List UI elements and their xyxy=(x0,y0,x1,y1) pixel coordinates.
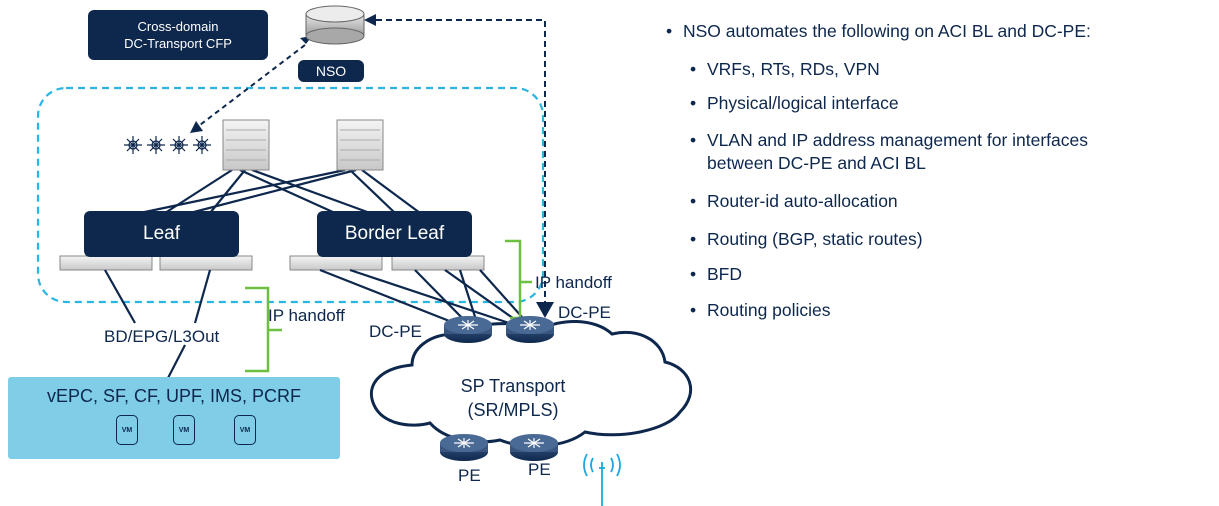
bullet-main-text: NSO automates the following on ACI BL an… xyxy=(683,21,1091,41)
fabric-links xyxy=(139,168,421,215)
bullet-dot: • xyxy=(690,93,697,113)
border-leaf-switch-hardware xyxy=(289,255,485,271)
bullet-item-text: VLAN and IP address management for inter… xyxy=(707,130,1089,150)
aci-fabric-boundary xyxy=(36,86,545,304)
vm-icon: VM xyxy=(173,415,195,445)
bullet-dot: • xyxy=(666,21,673,41)
dcpe-left-label: DC-PE xyxy=(369,322,422,341)
arrowhead-dcpe xyxy=(536,302,554,318)
border-leaf-label: Border Leaf xyxy=(317,211,472,257)
cfp-line-2: DC-Transport CFP xyxy=(124,36,232,51)
leaf-label: Leaf xyxy=(84,211,239,257)
bullet-item: • VRFs, RTs, RDs, VPN xyxy=(690,58,880,81)
bullet-dot: • xyxy=(690,130,697,150)
dcpe-right-label: DC-PE xyxy=(558,303,611,322)
bullet-item-text: Routing policies xyxy=(707,300,831,320)
bullet-dot: • xyxy=(690,191,697,211)
bullet-main: • NSO automates the following on ACI BL a… xyxy=(666,20,1091,43)
bullet-item: • Router-id auto-allocation xyxy=(690,190,898,213)
bullet-dot: • xyxy=(690,300,697,320)
ip-handoff-right-label: IP handoff xyxy=(535,273,612,292)
vnf-workloads-box: vEPC, SF, CF, UPF, IMS, PCRF VM VM VM xyxy=(8,377,340,459)
bullet-item: • Routing (BGP, static routes) xyxy=(690,228,923,251)
arrowhead-apic xyxy=(190,121,203,133)
sp-transport-cloud xyxy=(369,320,693,448)
bullet-dot: • xyxy=(690,264,697,284)
bullet-item-continuation: between DC-PE and ACI BL xyxy=(707,153,926,173)
spine-switch-2 xyxy=(336,119,384,171)
bullet-item-text: Routing (BGP, static routes) xyxy=(707,229,923,249)
vnf-list: vEPC, SF, CF, UPF, IMS, PCRF xyxy=(46,386,302,406)
router-dcpe-left-icon xyxy=(444,316,492,343)
sp-transport-label: SP Transport (SR/MPLS) xyxy=(448,374,578,422)
leaf-downlinks xyxy=(104,269,212,379)
router-dcpe-right-icon xyxy=(506,316,554,343)
handoff-bracket-right xyxy=(505,239,532,320)
cell-tower-icon xyxy=(583,453,621,506)
cfp-line-1: Cross-domain xyxy=(137,19,219,34)
bullet-dot: • xyxy=(690,59,697,79)
ip-handoff-left-label: IP handoff xyxy=(268,306,345,325)
router-pe-left-icon xyxy=(440,434,488,461)
pe-left-label: PE xyxy=(458,466,481,485)
leaf-switch-hardware xyxy=(59,255,253,271)
bullet-item: • BFD xyxy=(690,263,742,286)
bullet-item-text: Router-id auto-allocation xyxy=(707,191,898,211)
bullet-item: • VLAN and IP address management for inte… xyxy=(690,129,1089,152)
cfp-label-box: Cross-domain DC-Transport CFP xyxy=(88,10,268,60)
bd-epg-l3out-label: BD/EPG/L3Out xyxy=(104,327,220,346)
bullet-dot: • xyxy=(690,229,697,249)
vm-icon: VM xyxy=(234,415,256,445)
border-leaf-to-dcpe-links xyxy=(319,268,531,328)
bullet-item: • Routing policies xyxy=(690,299,831,322)
bullet-item-text: BFD xyxy=(707,264,742,284)
router-pe-right-icon xyxy=(510,434,558,461)
nso-server-icon xyxy=(305,5,365,45)
sp-transport-line-2: (SR/MPLS) xyxy=(467,400,559,420)
handoff-bracket-left xyxy=(245,286,282,373)
bullet-item-text: VRFs, RTs, RDs, VPN xyxy=(707,59,880,79)
nso-label: NSO xyxy=(298,60,364,82)
nso-to-apic-dashed-link xyxy=(195,44,306,129)
spine-switch-1 xyxy=(222,119,270,171)
bullet-item: • Physical/logical interface xyxy=(690,92,899,115)
sp-transport-line-1: SP Transport xyxy=(460,376,566,396)
pe-right-label: PE xyxy=(528,460,551,479)
apic-cluster-icon xyxy=(124,136,211,154)
bullet-item-text: Physical/logical interface xyxy=(707,93,899,113)
vm-icon: VM xyxy=(116,415,138,445)
arrowhead-nso xyxy=(364,14,376,26)
